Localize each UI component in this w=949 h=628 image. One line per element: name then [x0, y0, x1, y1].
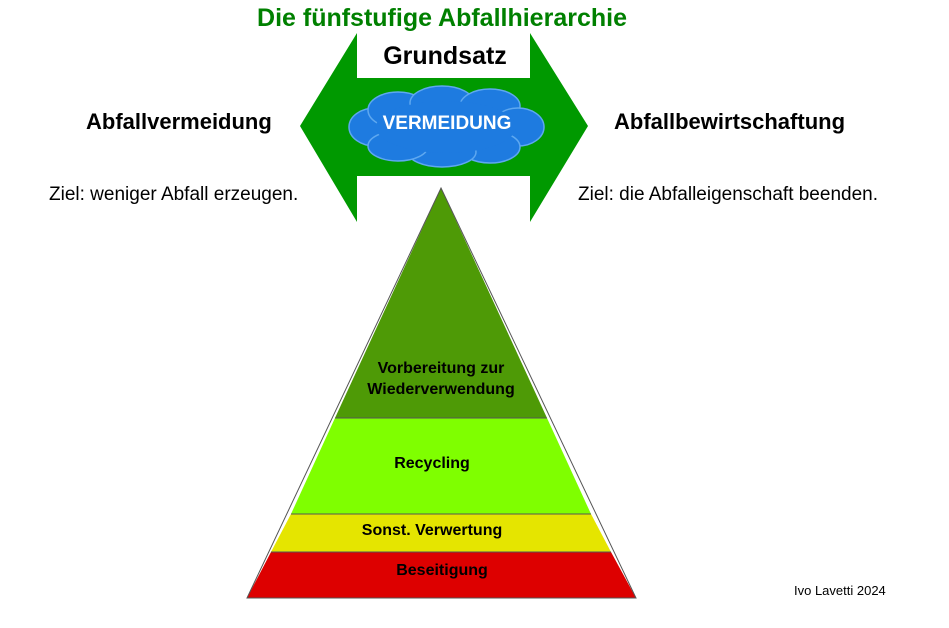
- page-title: Die fünfstufige Abfallhierarchie: [257, 4, 627, 32]
- pyramid-level-4: [271, 514, 611, 552]
- pyramid-level-5-label: Beseitigung: [396, 562, 488, 579]
- left-goal-text: Ziel: weniger Abfall erzeugen.: [49, 184, 299, 205]
- cloud-shape: [348, 85, 545, 168]
- author-credit: Ivo Lavetti 2024: [794, 583, 886, 598]
- pyramid-level-4-label: Sonst. Verwertung: [361, 522, 503, 539]
- pyramid-level-5: [247, 552, 636, 598]
- pyramid-level-2-label: Vorbereitung zur Wiederverwendung: [367, 360, 515, 398]
- pyramid-level-3-label: Recycling: [394, 455, 470, 472]
- right-heading: Abfallbewirtschaftung: [614, 109, 846, 134]
- pyramid-level-2: [335, 188, 547, 418]
- left-heading: Abfallvermeidung: [86, 109, 272, 134]
- cloud-label: VERMEIDUNG: [382, 113, 512, 134]
- right-goal-text: Ziel: die Abfalleigenschaft beenden.: [578, 184, 878, 205]
- principle-heading: Grundsatz: [383, 42, 507, 70]
- pyramid-level-3: [291, 418, 591, 514]
